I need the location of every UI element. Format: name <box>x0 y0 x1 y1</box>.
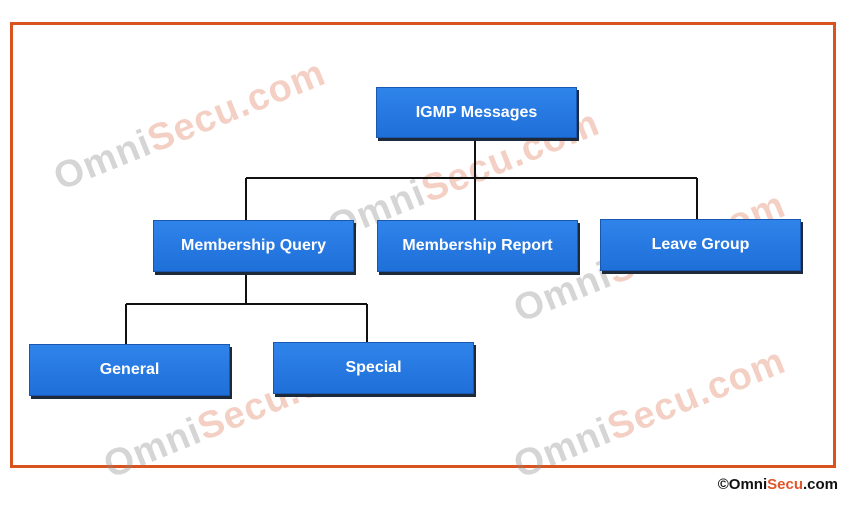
copyright-symbol: © <box>717 476 729 493</box>
node-membership-report: Membership Report <box>377 220 578 272</box>
node-special: Special <box>273 342 474 394</box>
node-igmp-messages: IGMP Messages <box>376 87 577 138</box>
node-membership-query: Membership Query <box>153 220 354 272</box>
node-general: General <box>29 344 230 396</box>
copyright-notice: ©OmniSecu.com <box>717 476 838 493</box>
node-leave-group: Leave Group <box>600 219 801 271</box>
